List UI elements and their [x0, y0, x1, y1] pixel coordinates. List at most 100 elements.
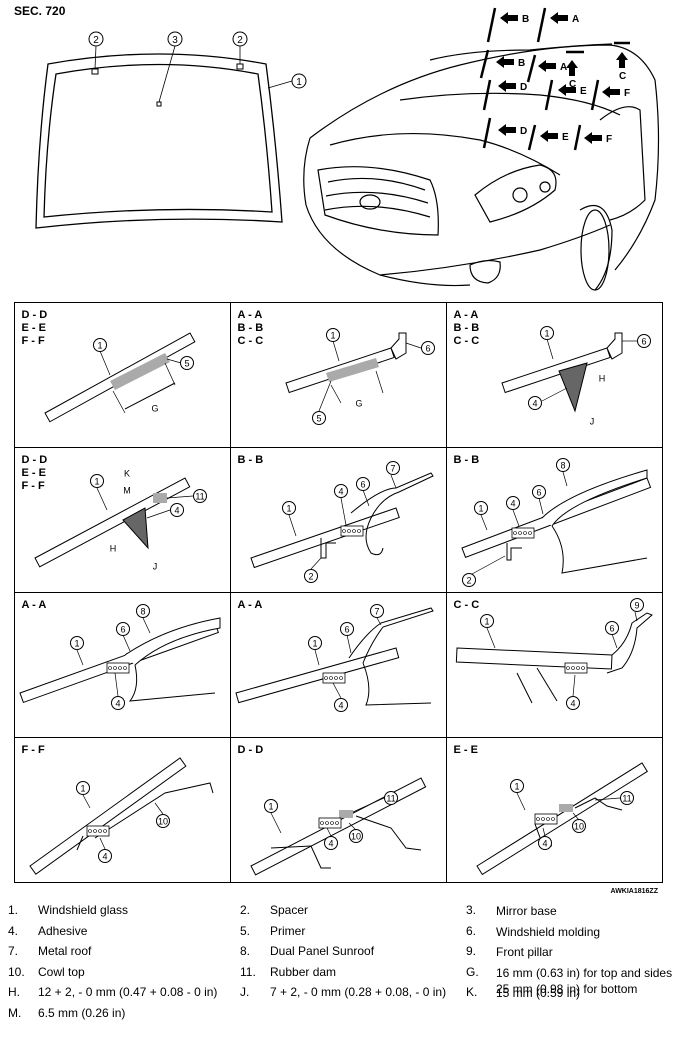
legend-key: 10. [8, 964, 25, 979]
svg-text:E: E [580, 86, 587, 97]
callout-4: 4 [169, 502, 184, 517]
section-title: F - F [21, 743, 45, 756]
callout-1: 1 [473, 500, 488, 515]
adhesive-bead [318, 817, 341, 828]
svg-text:F: F [624, 88, 630, 99]
callout-5: 5 [179, 355, 194, 370]
svg-text:A: A [560, 62, 567, 73]
svg-text:2: 2 [308, 571, 313, 581]
callout-11: 11 [192, 488, 207, 503]
svg-text:J: J [589, 416, 594, 426]
callout-1: 1 [89, 473, 104, 488]
svg-text:10: 10 [157, 816, 167, 826]
legend-item: 10.Cowl top [8, 965, 240, 979]
callout-1: 1 [307, 635, 322, 650]
adhesive-bead [322, 672, 345, 683]
svg-text:9: 9 [634, 600, 639, 610]
svg-text:11: 11 [622, 793, 631, 803]
legend-item: 9.Front pillar [466, 944, 676, 960]
legend-item: H.12 + 2, - 0 mm (0.47 + 0.08 - 0 in) [8, 985, 240, 999]
adhesive-bead [564, 662, 587, 673]
legend-item: 11.Rubber dam [240, 965, 466, 979]
svg-text:4: 4 [532, 398, 537, 408]
section-arrow-b: B [496, 56, 525, 69]
legend-key: G. [466, 964, 479, 979]
svg-text:4: 4 [542, 838, 547, 848]
legend-text: Dual Panel Sunroof [270, 944, 375, 958]
legend-item: J.7 + 2, - 0 mm (0.28 + 0.08, - 0 in) [240, 985, 466, 999]
svg-text:6: 6 [609, 623, 614, 633]
svg-text:7: 7 [390, 463, 395, 473]
legend-key: 8. [240, 944, 251, 958]
legend-key: 1. [8, 903, 19, 917]
section-arrow-c: C [616, 52, 628, 82]
callout-6: 6 [355, 476, 370, 491]
svg-text:C: C [619, 71, 626, 82]
callout-8: 8 [135, 603, 150, 618]
callout-H: H [109, 543, 116, 553]
legend-key: 6. [466, 923, 477, 938]
callout-7: 7 [385, 460, 400, 475]
callout-4: 4 [565, 695, 580, 710]
svg-text:4: 4 [570, 698, 575, 708]
svg-text:1: 1 [268, 801, 273, 811]
legend-text: 15 mm (0.59 in) [496, 986, 581, 1000]
cut-lines [479, 7, 630, 151]
svg-text:1: 1 [74, 638, 79, 648]
top-callout-2a: 2 [93, 35, 99, 46]
legend-key: K. [466, 985, 478, 999]
legend-key: J. [240, 985, 250, 999]
section-title: B - B [237, 453, 264, 466]
svg-text:E: E [562, 132, 569, 143]
legend-item: 6. Windshield molding [466, 924, 676, 940]
legend-item: 8. Dual Panel Sunroof [240, 944, 466, 958]
svg-text:1: 1 [286, 503, 291, 513]
section-title: A - A [237, 598, 263, 611]
callout-10: 10 [155, 813, 170, 828]
legend-text: Metal roof [38, 944, 92, 958]
adhesive-bead [106, 662, 129, 673]
callout-1: 1 [69, 635, 84, 650]
legend-text: Windshield molding [496, 924, 601, 939]
spacer-right [236, 63, 244, 70]
svg-text:6: 6 [120, 624, 125, 634]
legend-key: 2. [240, 903, 251, 917]
callout-4: 4 [527, 395, 542, 410]
callout-7: 7 [369, 603, 384, 618]
legend-text: Adhesive [38, 923, 88, 938]
figure-code: AWKIA1816ZZ [610, 888, 658, 895]
svg-text:4: 4 [328, 838, 333, 848]
legend-text: 6.5 mm (0.26 in) [38, 1005, 126, 1020]
callout-4: 4 [110, 695, 125, 710]
section-arrow-a: A [538, 60, 567, 73]
legend-text: Rubber dam [270, 964, 337, 979]
car-drawing [303, 43, 660, 291]
svg-text:1: 1 [330, 330, 335, 340]
svg-text:B: B [518, 58, 525, 69]
callout-G: G [151, 403, 158, 413]
legend-item: 1.Windshield glass [8, 903, 240, 917]
callout-6: 6 [604, 620, 619, 635]
section-arrow-f: F [602, 86, 630, 99]
callout-4: 4 [537, 835, 552, 850]
section-arrow-d: D [498, 80, 527, 93]
callout-2: 2 [461, 572, 476, 587]
callout-6: 6 [339, 621, 354, 636]
section-arrow-d: D [498, 124, 527, 137]
section-title: E - E [453, 743, 478, 756]
svg-text:F: F [606, 134, 612, 145]
